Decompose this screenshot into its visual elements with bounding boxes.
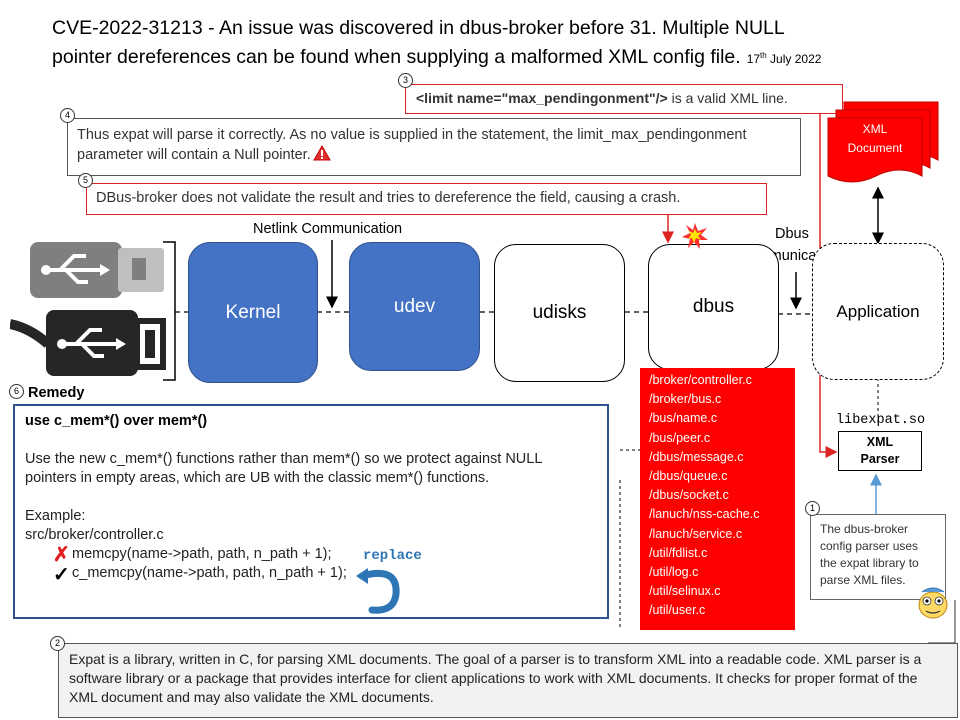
step3-box: <limit name="max_pendingonment"/> is a v… bbox=[405, 84, 843, 114]
file-item: /util/log.c bbox=[649, 565, 699, 580]
step3-code: <limit name="max_pendingonment"/> bbox=[416, 90, 668, 106]
check-icon: ✓ bbox=[53, 564, 70, 586]
remedy-example-label: Example: bbox=[25, 508, 86, 524]
usb-cable-icon bbox=[10, 310, 166, 376]
step5-number: 5 bbox=[78, 173, 93, 188]
usb-drive-icon bbox=[30, 242, 164, 298]
note2-box: Expat is a library, written in C, for pa… bbox=[58, 643, 958, 718]
note2-number: 2 bbox=[50, 636, 65, 651]
replace-label: replace bbox=[363, 548, 422, 564]
xml-parser-box: XML Parser bbox=[838, 431, 922, 471]
remedy-number: 6 bbox=[9, 384, 24, 399]
dbus-node: dbus bbox=[648, 244, 779, 370]
udisks-node: udisks bbox=[494, 244, 625, 382]
file-item: /dbus/socket.c bbox=[649, 488, 729, 503]
remedy-box: use c_mem*() over mem*() Use the new c_m… bbox=[13, 404, 609, 619]
file-list: /broker/controller.c /broker/bus.c /bus/… bbox=[640, 368, 795, 630]
file-item: /broker/controller.c bbox=[649, 373, 752, 387]
note1-box: The dbus-broker config parser uses the e… bbox=[810, 514, 946, 600]
step4-box: Thus expat will parse it correctly. As n… bbox=[67, 118, 801, 176]
file-item: /broker/bus.c bbox=[649, 392, 722, 407]
title-line-2: pointer dereferences can be found when s… bbox=[52, 46, 822, 68]
mascot-icon bbox=[918, 587, 948, 619]
file-item: /util/selinux.c bbox=[649, 584, 721, 599]
step4-number: 4 bbox=[60, 108, 75, 123]
remedy-file: src/broker/controller.c bbox=[25, 527, 164, 543]
netlink-label: Netlink Communication bbox=[253, 221, 403, 237]
step3-text: is a valid XML line. bbox=[667, 90, 788, 106]
title-date: 17th July 2022 bbox=[746, 51, 822, 66]
curved-arrow-icon bbox=[356, 568, 400, 614]
xml-document-label: XML Document bbox=[847, 122, 903, 155]
warning-icon bbox=[312, 144, 331, 161]
file-item: /bus/name.c bbox=[649, 411, 718, 426]
xml-document-icon bbox=[827, 101, 939, 183]
kernel-node: Kernel bbox=[188, 242, 318, 383]
libexpat-label: libexpat.so bbox=[836, 413, 926, 428]
step5-box: DBus-broker does not validate the result… bbox=[86, 183, 767, 215]
note1-number: 1 bbox=[805, 501, 820, 516]
file-item: /dbus/message.c bbox=[649, 449, 744, 464]
file-item: /util/fdlist.c bbox=[649, 545, 708, 560]
remedy-good-code-line: ✓ c_memcpy(name->path, path, n_path + 1)… bbox=[25, 564, 597, 586]
file-item: /lanuch/service.c bbox=[649, 526, 743, 541]
remedy-paragraph: Use the new c_mem*() functions rather th… bbox=[25, 451, 542, 486]
step5-text: DBus-broker does not validate the result… bbox=[96, 190, 681, 206]
bad-code: memcpy(name->path, path, n_path + 1); bbox=[72, 546, 332, 562]
file-item: /dbus/queue.c bbox=[649, 469, 728, 484]
title-line-1: CVE-2022-31213 - An issue was discovered… bbox=[52, 17, 785, 39]
dbus-comm-label-1: Dbus bbox=[775, 226, 809, 242]
remedy-title: use c_mem*() over mem*() bbox=[25, 413, 208, 429]
step4-text: Thus expat will parse it correctly. As n… bbox=[77, 127, 747, 163]
application-node: Application bbox=[812, 243, 944, 380]
file-item: /util/user.c bbox=[649, 603, 706, 618]
cross-icon: ✗ bbox=[53, 544, 70, 566]
remedy-heading: Remedy bbox=[28, 385, 85, 401]
good-code: c_memcpy(name->path, path, n_path + 1); bbox=[72, 565, 347, 581]
remedy-bad-code-line: ✗ memcpy(name->path, path, n_path + 1); bbox=[25, 544, 597, 566]
usb-devices bbox=[10, 242, 166, 376]
file-item: /bus/peer.c bbox=[649, 430, 711, 445]
file-item: /lanuch/nss-cache.c bbox=[649, 507, 760, 522]
explosion-icon bbox=[682, 223, 708, 249]
note2-text: Expat is a library, written in C, for pa… bbox=[69, 651, 922, 705]
udev-node: udev bbox=[349, 242, 480, 371]
page-title: CVE-2022-31213 - An issue was discovered… bbox=[52, 14, 952, 73]
note1-text: The dbus-broker config parser uses the e… bbox=[820, 522, 919, 587]
step3-number: 3 bbox=[398, 73, 413, 88]
